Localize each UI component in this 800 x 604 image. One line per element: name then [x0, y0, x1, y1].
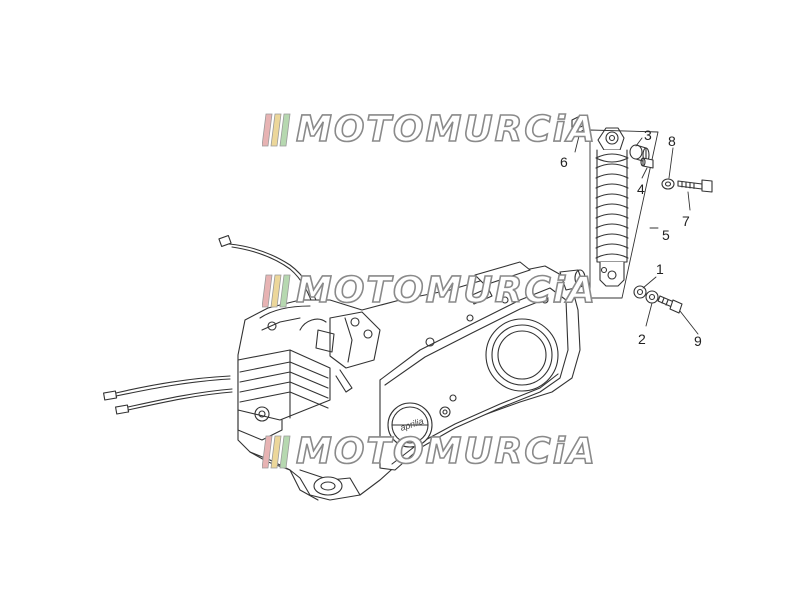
callout-numbers: 1 2 3 4 5 6 7 8 9: [560, 127, 702, 349]
leader-lines: [574, 131, 699, 335]
shock-spring-coils: [595, 153, 629, 259]
wiring-harness: [103, 234, 319, 415]
watermark-text: MOTOMURCiA: [295, 109, 597, 151]
watermark-stripes-icon: [262, 435, 291, 469]
shock-absorber: [595, 127, 629, 287]
callout-8: 8: [668, 133, 676, 149]
callout-6: 6: [560, 154, 568, 170]
cylinder-block: [237, 349, 331, 441]
callout-3: 3: [644, 127, 652, 143]
callout-5: 5: [662, 227, 670, 243]
part-1-washer: [633, 285, 647, 299]
part-4-spacer: [640, 157, 654, 169]
watermark-text: MOTOMURCiA: [295, 431, 597, 473]
watermark-stripes-icon: [262, 274, 291, 308]
callout-2: 2: [638, 331, 646, 347]
part-7-bolt: [677, 179, 713, 193]
engine-assembly: aprilia: [103, 234, 581, 501]
part-8-washer: [661, 178, 675, 190]
callout-1: 1: [656, 261, 664, 277]
watermark-stripes-icon: [262, 113, 291, 147]
watermark-middle: MOTOMURCiA: [262, 270, 596, 311]
watermark-bottom: MOTOMURCiA: [262, 431, 596, 472]
part-9-bolt: [657, 295, 683, 314]
lower-mount-bushing: [559, 269, 586, 291]
variator-cover: [485, 318, 559, 392]
part-2-washer: [645, 290, 659, 304]
callout-4: 4: [637, 181, 645, 197]
callout-7: 7: [682, 213, 690, 229]
aprilia-badge: [387, 402, 433, 448]
assembly-bracket: [589, 129, 659, 299]
intake-carburettor: [299, 311, 381, 393]
callout-9: 9: [694, 333, 702, 349]
watermark-text: MOTOMURCiA: [295, 270, 597, 312]
watermark-top: MOTOMURCiA: [262, 109, 596, 150]
part-6-nut: [571, 115, 589, 133]
